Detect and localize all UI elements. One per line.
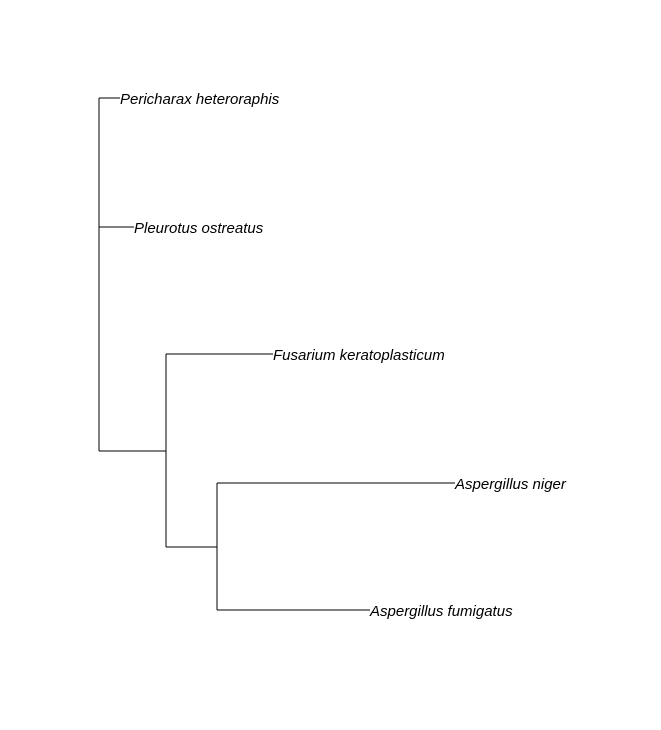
tip-label-fusarium-keratoplasticum: Fusarium keratoplasticum [273, 347, 445, 364]
tip-label-pleurotus-ostreatus: Pleurotus ostreatus [134, 220, 264, 237]
tip-label-aspergillus-fumigatus: Aspergillus fumigatus [369, 603, 513, 620]
tip-label-pericharax-heteroraphis: Pericharax heteroraphis [120, 91, 280, 108]
tip-label-aspergillus-niger: Aspergillus niger [454, 476, 567, 493]
